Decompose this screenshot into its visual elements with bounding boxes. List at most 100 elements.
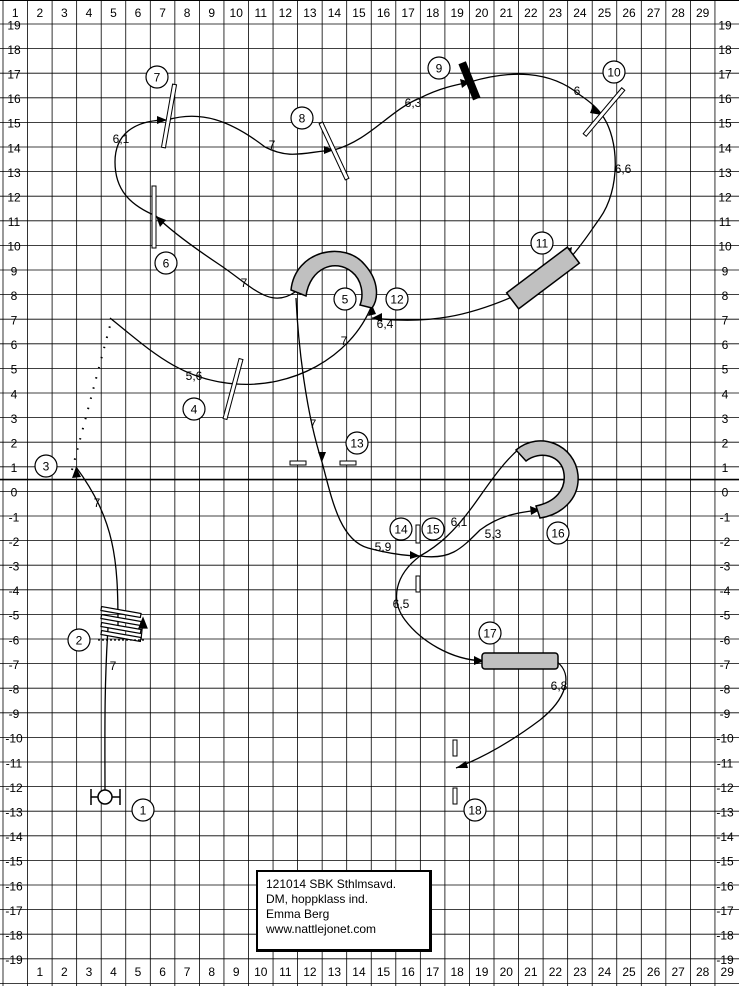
x-tick-top: 23 xyxy=(549,6,563,20)
x-tick-bottom: 26 xyxy=(647,965,661,979)
obstacle-number-circle xyxy=(421,517,445,541)
y-tick-left: -14 xyxy=(5,830,23,844)
y-tick-right: -14 xyxy=(716,830,734,844)
y-tick-right: -19 xyxy=(716,953,734,967)
x-tick-top: 24 xyxy=(573,6,587,20)
y-tick-left: -7 xyxy=(9,658,20,672)
y-tick-left: 0 xyxy=(11,486,18,500)
obstacle-number-13: 13 xyxy=(350,437,364,451)
path-16-17 xyxy=(395,555,485,662)
obstacle-number-circle xyxy=(145,65,169,89)
path-7-8 xyxy=(166,115,335,155)
x-tick-top: 15 xyxy=(352,6,366,20)
x-tick-top: 27 xyxy=(647,6,661,20)
path-11-12 xyxy=(371,296,513,321)
course-path xyxy=(75,73,616,798)
y-tick-right: 19 xyxy=(718,18,732,32)
y-tick-left: -13 xyxy=(5,806,23,820)
jump-obstacle-14-16a xyxy=(415,524,421,544)
path-1-2 xyxy=(104,627,109,798)
jump-obstacle-9 xyxy=(458,61,481,101)
y-tick-right: 5 xyxy=(722,363,729,377)
distance-label: 6,5 xyxy=(393,597,410,611)
obstacle-number-circle xyxy=(463,798,487,822)
y-tick-left: 7 xyxy=(11,314,18,328)
arrowhead xyxy=(372,313,382,322)
y-tick-left: -9 xyxy=(9,707,20,721)
x-tick-top: 14 xyxy=(328,6,342,20)
y-tick-right: -7 xyxy=(720,658,731,672)
obstacle-number-circle xyxy=(131,798,155,822)
x-tick-top: 29 xyxy=(696,6,710,20)
path-12-13 xyxy=(295,297,323,463)
y-tick-left: -11 xyxy=(6,756,23,770)
obstacle-number-12: 12 xyxy=(390,293,404,307)
y-tick-right: 7 xyxy=(722,314,729,328)
x-tick-bottom: 24 xyxy=(598,965,612,979)
arrowhead xyxy=(157,116,167,124)
x-tick-bottom: 18 xyxy=(450,965,464,979)
path-13-14 xyxy=(321,461,421,557)
distance-label: 6,6 xyxy=(615,162,632,176)
distance-label: 6,1 xyxy=(113,132,130,146)
x-tick-bottom: 9 xyxy=(233,965,240,979)
y-tick-right: -13 xyxy=(716,806,734,820)
obstacle-number-circle xyxy=(389,517,413,541)
y-tick-left: -12 xyxy=(5,781,23,795)
y-tick-left: 12 xyxy=(7,191,21,205)
y-tick-right: 2 xyxy=(722,437,729,451)
y-tick-left: -1 xyxy=(9,510,20,524)
x-tick-top: 1 xyxy=(12,6,19,20)
distance-label: 6,4 xyxy=(377,317,394,331)
x-tick-bottom: 23 xyxy=(573,965,587,979)
y-tick-left: 4 xyxy=(11,387,18,401)
obstacle-number-14: 14 xyxy=(394,523,408,537)
y-tick-left: 11 xyxy=(8,215,21,229)
x-tick-top: 28 xyxy=(671,6,685,20)
y-tick-left: 13 xyxy=(7,166,21,180)
jump-obstacle-18a xyxy=(452,739,458,757)
y-tick-left: 8 xyxy=(11,289,18,303)
x-tick-top: 9 xyxy=(208,6,215,20)
obstacle-number-circle xyxy=(602,60,626,84)
info-line-1: 121014 SBK Sthlmsavd. xyxy=(266,877,397,891)
y-tick-left: -16 xyxy=(5,879,23,893)
x-tick-top: 6 xyxy=(135,6,142,20)
x-tick-bottom: 29 xyxy=(721,965,735,979)
y-tick-right: -11 xyxy=(717,756,734,770)
obstacle-number-5: 5 xyxy=(342,293,349,307)
x-tick-bottom: 3 xyxy=(86,965,93,979)
y-tick-left: 15 xyxy=(7,117,21,131)
obstacle-number-circle xyxy=(530,231,554,255)
arrowhead xyxy=(456,761,468,768)
tunnel-17 xyxy=(481,652,559,670)
x-tick-top: 16 xyxy=(377,6,391,20)
x-tick-top: 20 xyxy=(475,6,489,20)
y-tick-right: 1 xyxy=(722,461,729,475)
obstacle-number-circle xyxy=(67,628,91,652)
arrowhead xyxy=(474,656,484,665)
x-tick-top: 8 xyxy=(184,6,191,20)
distance-label: 6,1 xyxy=(451,515,468,529)
y-tick-left: -15 xyxy=(5,855,23,869)
x-tick-top: 5 xyxy=(110,6,117,20)
dotted-line-obstacle xyxy=(71,317,113,471)
y-tick-right: -1 xyxy=(720,510,731,524)
y-tick-right: 17 xyxy=(718,68,732,82)
y-tick-left: 14 xyxy=(7,141,21,155)
y-tick-right: 13 xyxy=(718,166,732,180)
x-tick-top: 26 xyxy=(622,6,636,20)
x-tick-bottom: 4 xyxy=(110,965,117,979)
obstacle-number-10: 10 xyxy=(607,66,621,80)
obstacle-number-circle xyxy=(333,287,357,311)
y-tick-left: 2 xyxy=(11,437,18,451)
jump-obstacle-13b xyxy=(339,460,357,466)
info-line-3: Emma Berg xyxy=(266,907,330,921)
arrowheads xyxy=(72,79,602,768)
obstacle-number-7: 7 xyxy=(154,71,161,85)
x-tick-bottom: 28 xyxy=(696,965,710,979)
jump-obstacle-8 xyxy=(318,121,350,181)
y-tick-left: 1 xyxy=(11,461,18,475)
y-tick-right: 14 xyxy=(718,141,732,155)
